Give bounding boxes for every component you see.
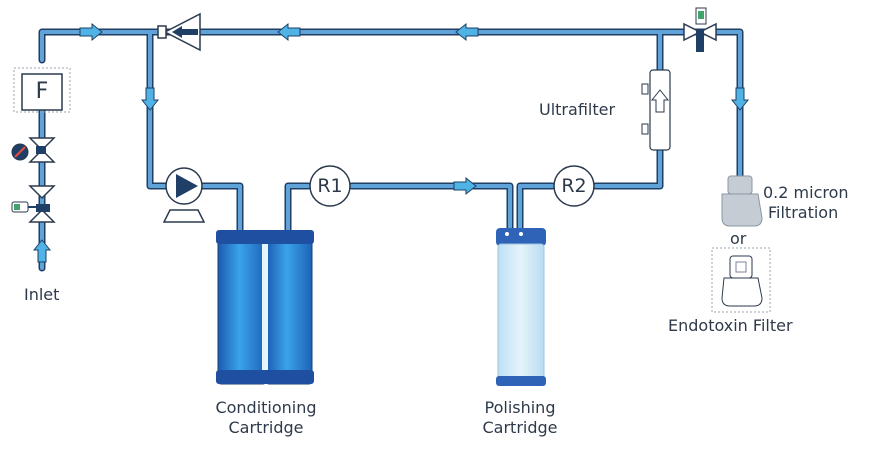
resistivity-sensor-r1 — [309, 165, 351, 207]
r1-label: R1 — [317, 175, 343, 197]
inlet-valve-2 — [11, 185, 56, 223]
conditioning-cartridge — [216, 230, 314, 385]
micron-filter — [721, 175, 763, 227]
ultrafilter-label: Ultrafilter — [539, 100, 616, 119]
flow-arrows — [32, 22, 750, 263]
flow-arrow-down — [730, 87, 750, 111]
conditioning-cartridge-label-line2: Cartridge — [228, 418, 304, 437]
check-valve — [157, 12, 201, 52]
pump — [162, 167, 206, 223]
endotoxin-filter-label: Endotoxin Filter — [668, 316, 793, 335]
flow-arrow-right — [79, 22, 103, 42]
filter-box — [13, 67, 71, 113]
polishing-cartridge — [496, 228, 546, 386]
filter-box-label: F — [35, 79, 49, 104]
flow-arrow-up — [32, 239, 52, 263]
filtration-label-line2: Filtration — [768, 203, 839, 222]
flow-arrow-left — [455, 22, 479, 42]
conditioning-cartridge-label-line1: Conditioning — [215, 398, 317, 417]
resistivity-sensor-r2 — [553, 165, 595, 207]
dispense-valve — [683, 7, 717, 52]
polishing-cartridge-label-line1: Polishing — [484, 398, 556, 417]
ultrafilter — [641, 69, 671, 151]
filtration-label-line1: 0.2 micron — [763, 183, 849, 202]
inlet-label: Inlet — [24, 285, 60, 304]
ultrafilter-arrow-up-icon — [650, 89, 670, 113]
inlet-assembly — [11, 67, 71, 223]
flow-arrow-right — [453, 176, 477, 196]
flow-arrow-left — [277, 22, 301, 42]
polishing-cartridge-label-line2: Cartridge — [482, 418, 558, 437]
endotoxin-filter — [711, 247, 771, 313]
or-label: or — [730, 229, 747, 248]
inlet-valve-1 — [11, 137, 56, 163]
pipe-network — [38, 28, 744, 272]
flow-arrow-down — [140, 87, 160, 111]
r2-label: R2 — [561, 175, 587, 197]
